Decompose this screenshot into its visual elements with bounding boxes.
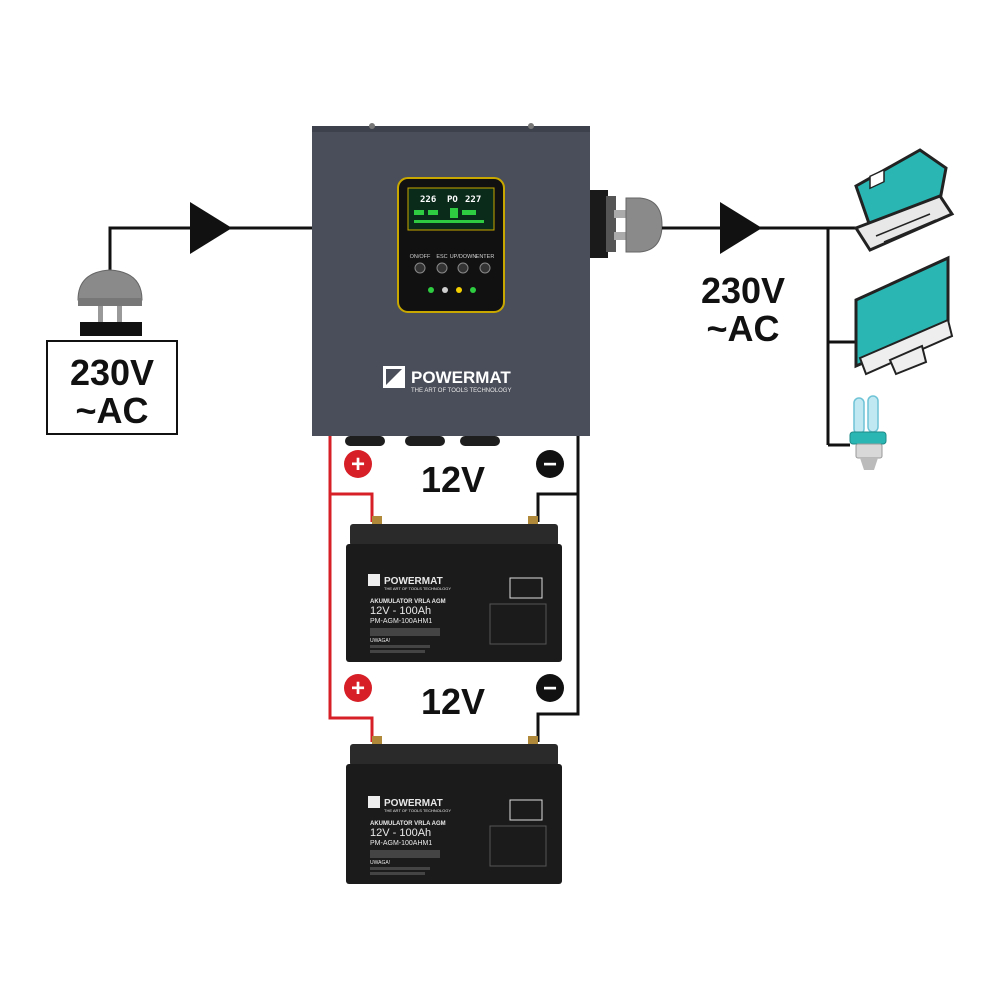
inverter-brand: POWERMAT — [411, 368, 511, 387]
battery-1: POWERMAT THE ART OF TOOLS TECHNOLOGY AKU… — [346, 516, 562, 662]
positive-icon — [344, 674, 372, 702]
button-label-updown: UP/DOWN — [450, 254, 477, 260]
battery-2-labels: + 12V − — [344, 674, 564, 722]
output-type-label: ~AC — [706, 308, 779, 349]
negative-icon — [536, 674, 564, 702]
button-label-esc: ESC — [436, 254, 447, 260]
battery-rating: 12V - 100Ah — [370, 605, 431, 617]
inverter-logo: POWERMAT THE ART OF TOOLS TECHNOLOGY — [383, 366, 511, 394]
status-led — [456, 287, 462, 293]
button-label-enter: ENTER — [476, 254, 495, 260]
lcd-value-mid: PO — [447, 195, 458, 205]
button-label-onoff: ON/OFF — [410, 254, 431, 260]
battery-warning-title: UWAGA! — [370, 638, 390, 644]
enter-button — [479, 262, 491, 274]
battery-logo-icon — [368, 574, 380, 586]
battery-model: PM-AGM-100AHM1 — [370, 618, 432, 625]
positive-icon — [344, 450, 372, 478]
battery-model: PM-AGM-100AHM1 — [370, 840, 432, 847]
input-arrow-icon — [190, 202, 232, 254]
barcode-icon — [509, 577, 543, 599]
battery-tagline: THE ART OF TOOLS TECHNOLOGY — [384, 808, 451, 813]
battery-brand: POWERMAT — [384, 576, 443, 587]
laptop-icon — [853, 148, 955, 252]
negative-sign: − — [543, 675, 557, 702]
output-voltage-label: 230V — [701, 270, 785, 311]
negative-sign: − — [543, 451, 557, 478]
output-plug-icon — [614, 197, 663, 253]
battery-tagline: THE ART OF TOOLS TECHNOLOGY — [384, 586, 451, 591]
input-voltage-box: 230V ~AC — [46, 340, 178, 435]
onoff-button — [414, 262, 426, 274]
lcd-value-right: 227 — [465, 195, 481, 205]
battery-logo-icon — [368, 796, 380, 808]
battery-type: AKUMULATOR VRLA AGM — [370, 821, 446, 827]
battery-rating: 12V - 100Ah — [370, 827, 431, 839]
battery-1-labels: + 12V − — [344, 450, 564, 500]
battery-warning-title: UWAGA! — [370, 860, 390, 866]
battery-voltage-label: 12V — [421, 459, 485, 500]
panel-buttons: ON/OFF ESC UP/DOWN ENTER — [410, 254, 495, 274]
inverter-tagline: THE ART OF TOOLS TECHNOLOGY — [411, 388, 511, 394]
monitor-icon — [854, 255, 954, 376]
output-arrow-icon — [720, 202, 762, 254]
bulb-icon — [849, 395, 887, 470]
status-led — [470, 287, 476, 293]
input-wiring — [108, 202, 315, 280]
barcode-icon — [509, 799, 543, 821]
battery-wiring — [328, 436, 580, 742]
battery-type: AKUMULATOR VRLA AGM — [370, 599, 446, 605]
input-plug-icon — [77, 269, 143, 336]
battery-brand: POWERMAT — [384, 798, 443, 809]
status-led — [442, 287, 448, 293]
esc-button — [436, 262, 448, 274]
battery-2: POWERMAT THE ART OF TOOLS TECHNOLOGY AKU… — [346, 736, 562, 884]
output-wiring — [662, 202, 858, 447]
status-leds — [428, 287, 476, 293]
inverter: 226 PO 227 ON/OFF ESC UP/DOWN ENTER — [312, 123, 616, 446]
positive-sign: + — [351, 451, 365, 478]
input-voltage-label: 230V — [70, 352, 154, 393]
battery-voltage-label: 12V — [421, 681, 485, 722]
positive-sign: + — [351, 675, 365, 702]
input-type-label: ~AC — [75, 390, 148, 431]
lcd-value-left: 226 — [420, 195, 436, 205]
updown-button — [457, 262, 469, 274]
status-led — [428, 287, 434, 293]
lcd-display: 226 PO 227 — [407, 187, 495, 231]
control-panel: 226 PO 227 ON/OFF ESC UP/DOWN ENTER — [397, 177, 505, 313]
negative-icon — [536, 450, 564, 478]
